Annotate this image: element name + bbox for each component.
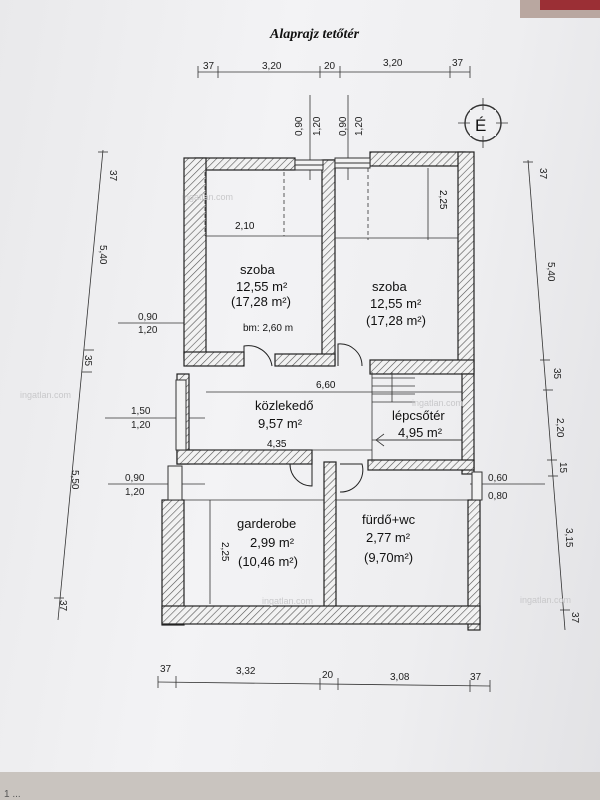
room-kozlekedo: közlekedő 9,57 m² bbox=[255, 398, 314, 431]
walls bbox=[161, 151, 481, 631]
watermark-3: ingatlan.com bbox=[412, 398, 463, 408]
dim-top-b: 3,20 bbox=[262, 61, 282, 72]
dim-top-e: 37 bbox=[452, 58, 464, 69]
dim-rw1b: 0,80 bbox=[488, 491, 508, 502]
svg-text:(10,46 m²): (10,46 m²) bbox=[238, 554, 298, 569]
watermark-5: ingatlan.com bbox=[262, 596, 313, 606]
room-szoba-left: szoba 12,55 m² (17,28 m²) bm: 2,60 m bbox=[231, 262, 293, 334]
dim-right-f: 3,15 bbox=[563, 528, 574, 548]
dim-bot-b: 3,32 bbox=[236, 666, 256, 677]
room-garderobe: garderobe 2,99 m² (10,46 m²) bbox=[237, 516, 298, 569]
bottom-dimension bbox=[157, 676, 491, 692]
dim-left-e: 37 bbox=[57, 600, 68, 612]
dim-lw2a: 1,50 bbox=[131, 406, 151, 417]
watermark-2: ingatlan.com bbox=[20, 390, 71, 400]
watermark-4: ingatlan.com bbox=[520, 595, 571, 605]
dim-inner-435: 4,35 bbox=[267, 439, 287, 450]
dim-right-a: 37 bbox=[537, 168, 548, 180]
dim-inner-210: 2,10 bbox=[235, 221, 255, 232]
dim-top-d: 3,20 bbox=[383, 58, 403, 69]
dim-win2b: 1,20 bbox=[354, 116, 365, 136]
svg-text:közlekedő: közlekedő bbox=[255, 398, 314, 413]
room-furdo: fürdő+wc 2,77 m² (9,70m²) bbox=[362, 512, 416, 565]
dim-left-c: 35 bbox=[82, 355, 93, 367]
svg-text:garderobe: garderobe bbox=[237, 516, 296, 531]
watermark-1: ingatlan.com bbox=[182, 192, 233, 202]
dim-lw1b: 1,20 bbox=[138, 325, 158, 336]
doors bbox=[243, 343, 364, 493]
dim-win2a: 0,90 bbox=[338, 116, 349, 136]
dim-lw3b: 1,20 bbox=[125, 487, 145, 498]
dim-right-c: 35 bbox=[551, 368, 562, 380]
background-object-red bbox=[540, 0, 600, 10]
svg-text:2,99 m²: 2,99 m² bbox=[250, 535, 295, 550]
dim-right-e: 15 bbox=[557, 462, 568, 474]
svg-text:12,55 m²: 12,55 m² bbox=[236, 279, 288, 294]
svg-text:9,57 m²: 9,57 m² bbox=[258, 416, 303, 431]
table-surface bbox=[0, 772, 600, 800]
dim-right-d: 2,20 bbox=[554, 418, 565, 438]
footer-text: 1 ... bbox=[4, 789, 21, 800]
dim-inner-225b: 2,25 bbox=[219, 542, 230, 562]
dim-win1b: 1,20 bbox=[312, 116, 323, 136]
dim-bot-c: 20 bbox=[322, 670, 334, 681]
svg-text:lépcsőtér: lépcsőtér bbox=[392, 408, 445, 423]
dim-lw3a: 0,90 bbox=[125, 473, 145, 484]
right-dimension bbox=[523, 159, 570, 631]
svg-text:szoba: szoba bbox=[240, 262, 275, 277]
svg-text:(17,28 m²): (17,28 m²) bbox=[366, 313, 426, 328]
dim-inner-225a: 2,25 bbox=[437, 190, 448, 210]
dim-win1a: 0,90 bbox=[294, 116, 305, 136]
dim-left-d: 5,50 bbox=[69, 470, 80, 490]
svg-text:szoba: szoba bbox=[372, 279, 407, 294]
north-label: É bbox=[475, 116, 486, 135]
stairs bbox=[371, 372, 462, 462]
dim-top-c: 20 bbox=[324, 61, 336, 72]
svg-text:fürdő+wc: fürdő+wc bbox=[362, 512, 416, 527]
dim-lw2b: 1,20 bbox=[131, 420, 151, 431]
svg-text:(9,70m²): (9,70m²) bbox=[364, 550, 413, 565]
room-szoba-right: szoba 12,55 m² (17,28 m²) bbox=[366, 279, 426, 328]
dim-bot-a: 37 bbox=[160, 664, 172, 675]
room-lepcsoter: lépcsőtér 4,95 m² bbox=[392, 408, 445, 440]
dim-right-g: 37 bbox=[569, 612, 580, 624]
dim-left-b: 5,40 bbox=[97, 245, 108, 265]
dim-inner-660: 6,60 bbox=[316, 380, 336, 391]
dim-bot-d: 3,08 bbox=[390, 672, 410, 683]
svg-text:2,77 m²: 2,77 m² bbox=[366, 530, 411, 545]
svg-text:4,95 m²: 4,95 m² bbox=[398, 425, 443, 440]
left-dimension bbox=[54, 149, 108, 621]
plan-title: Alaprajz tetőtér bbox=[269, 27, 360, 42]
dim-right-b: 5,40 bbox=[545, 262, 556, 282]
dim-top-a: 37 bbox=[203, 61, 215, 72]
top-dimension bbox=[197, 66, 471, 78]
north-arrow-icon: É bbox=[458, 98, 508, 148]
dim-bot-e: 37 bbox=[470, 672, 482, 683]
svg-text:bm: 2,60 m: bm: 2,60 m bbox=[243, 323, 293, 334]
dim-left-a: 37 bbox=[107, 170, 118, 182]
svg-text:(17,28 m²): (17,28 m²) bbox=[231, 294, 291, 309]
svg-text:12,55 m²: 12,55 m² bbox=[370, 296, 422, 311]
dim-rw1a: 0,60 bbox=[488, 473, 508, 484]
dim-lw1a: 0,90 bbox=[138, 312, 158, 323]
